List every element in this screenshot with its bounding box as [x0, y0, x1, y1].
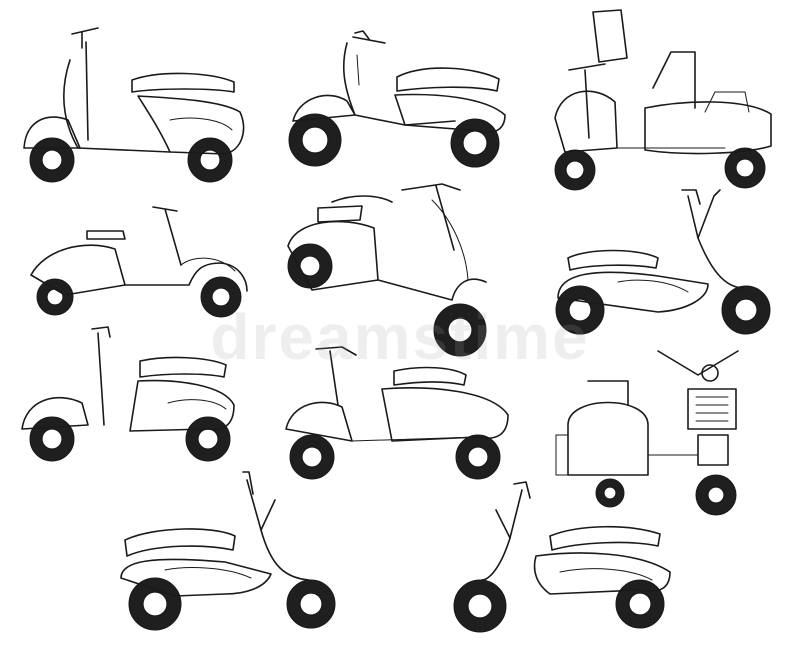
classic-scooter-6	[285, 346, 509, 480]
scooter-with-rack-3	[287, 183, 487, 357]
sidecar-scooter-1	[554, 9, 772, 191]
modern-scooter-1	[288, 30, 506, 168]
modern-scooter-4	[555, 189, 771, 335]
classic-scooter-1	[23, 27, 245, 183]
vintage-scooter-2	[30, 206, 248, 318]
modern-scooter-8	[120, 471, 336, 631]
sidecar-scooter-front-7	[555, 350, 739, 516]
modern-scooter-9	[453, 481, 671, 633]
classic-scooter-5	[21, 326, 235, 462]
